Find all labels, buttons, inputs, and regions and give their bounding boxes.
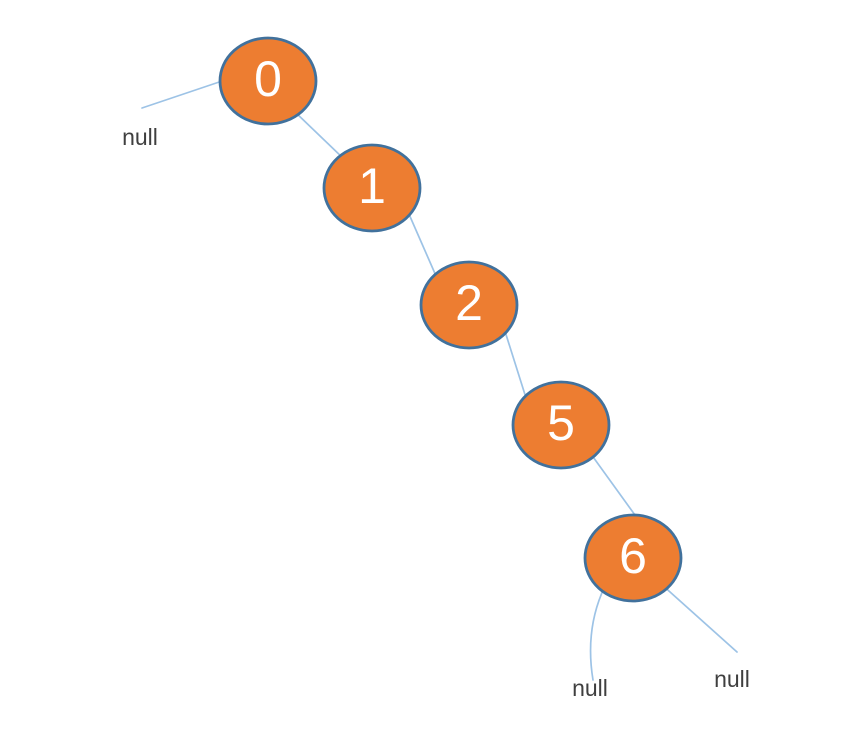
node-6-circle — [583, 513, 683, 603]
edge-node-1-to-node-2 — [404, 204, 441, 286]
node-1-circle — [322, 143, 422, 233]
node-5-circle — [511, 380, 611, 470]
edge-node-0-to-node-1 — [293, 110, 346, 161]
node-0: 0 — [218, 36, 318, 126]
null-label-top-left: null — [122, 124, 158, 150]
node-5-label: 5 — [547, 395, 575, 451]
node-2-label: 2 — [455, 275, 483, 331]
node-1: 1 — [322, 143, 422, 233]
node-1-label: 1 — [358, 158, 386, 214]
edge-node-6-to-null-bottom-right — [659, 582, 738, 653]
node-2-circle — [419, 260, 519, 350]
node-0-circle — [218, 36, 318, 126]
node-2: 2 — [419, 260, 519, 350]
nodes-layer: 0 1 2 5 6 — [218, 36, 683, 603]
null-label-bottom-left: null — [572, 675, 608, 701]
node-0-label: 0 — [254, 51, 282, 107]
node-6: 6 — [583, 513, 683, 603]
node-5: 5 — [511, 380, 611, 470]
null-label-bottom-right: null — [714, 666, 750, 692]
node-6-label: 6 — [619, 528, 647, 584]
edge-node-6-to-null-bottom-left — [589, 579, 609, 681]
null-labels-layer: null null null — [122, 124, 750, 701]
